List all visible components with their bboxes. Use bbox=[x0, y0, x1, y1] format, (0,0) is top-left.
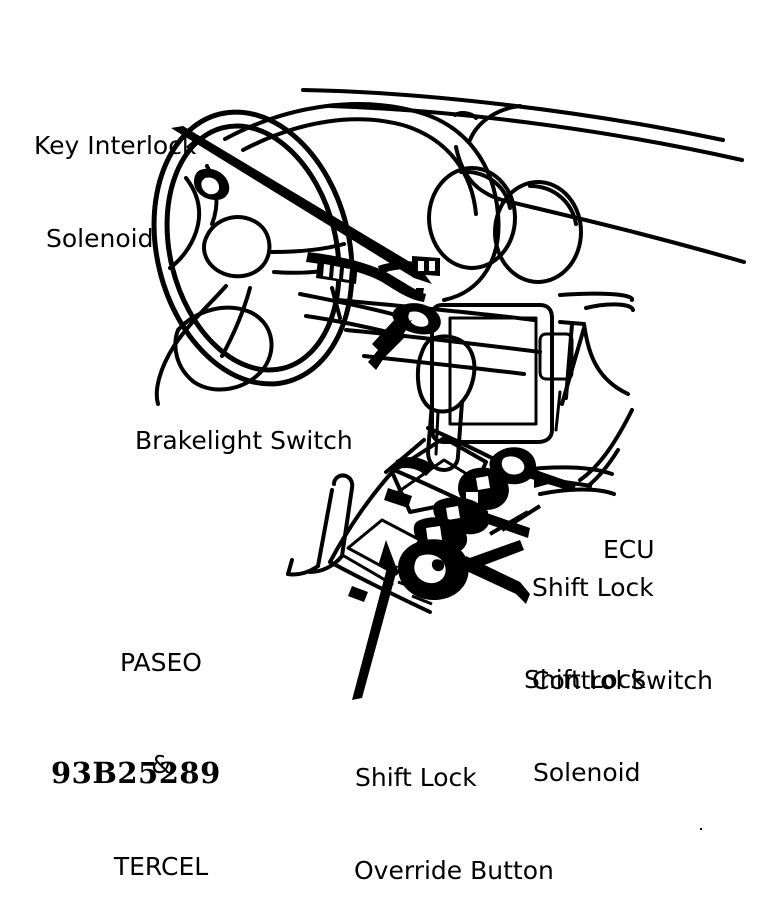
label-brakelight-switch-line1: Brakelight Switch bbox=[135, 426, 353, 455]
console-bracket-parts bbox=[348, 457, 434, 602]
center-stack-panel bbox=[430, 111, 574, 444]
console-detail-strokes bbox=[397, 580, 433, 606]
label-shift-lock-solenoid-line1: Shift Lock bbox=[524, 665, 646, 694]
harness-connector-left bbox=[316, 258, 358, 284]
label-ecu-line1: ECU bbox=[603, 535, 655, 564]
part-number: 93B25289 bbox=[51, 756, 221, 790]
label-ecu: ECU bbox=[603, 472, 655, 627]
shift-lock-override-button-arrow bbox=[352, 540, 398, 700]
shift-lock-solenoid-arrow bbox=[452, 548, 530, 604]
key-interlock-solenoid-part bbox=[194, 168, 230, 200]
label-shift-lock-override-button-line1: Shift Lock bbox=[355, 763, 477, 792]
model-designation-line2: & bbox=[151, 750, 171, 779]
label-shift-lock-solenoid: Shift Lock Solenoid bbox=[524, 602, 646, 850]
model-designation: PASEO & TERCEL bbox=[66, 578, 256, 904]
label-shift-lock-override-button: Shift Lock Override Button bbox=[354, 700, 554, 904]
brakelight-switch-arrow bbox=[368, 320, 412, 370]
gear-shift-lever bbox=[415, 334, 477, 472]
passenger-dash-trim bbox=[558, 291, 635, 488]
label-key-interlock-solenoid: Key Interlock Solenoid bbox=[34, 68, 196, 316]
label-shift-lock-control-switch: Shift Lock Control Switch bbox=[532, 510, 713, 758]
ecu-leader-arrowhead bbox=[534, 472, 556, 488]
label-brakelight-switch: Brakelight Switch bbox=[135, 363, 353, 518]
label-shift-lock-override-button-line2: Override Button bbox=[354, 856, 554, 885]
label-shift-lock-control-switch-line2: Control Switch bbox=[532, 666, 713, 695]
key-interlock-leader-line bbox=[171, 126, 432, 284]
dash-air-vents bbox=[427, 166, 583, 284]
label-key-interlock-solenoid-line2: Solenoid bbox=[46, 224, 154, 253]
shift-lock-control-switch-leader-line bbox=[488, 504, 542, 536]
label-key-interlock-solenoid-line1: Key Interlock bbox=[34, 131, 197, 160]
label-shift-lock-solenoid-line2: Solenoid bbox=[533, 758, 641, 787]
steering-column-shroud bbox=[298, 286, 394, 334]
model-designation-line1: PASEO bbox=[120, 648, 202, 677]
harness-connector-right bbox=[412, 256, 440, 276]
parking-brake-handle bbox=[286, 473, 355, 577]
scan-speck bbox=[700, 828, 702, 830]
windshield-base-lines bbox=[301, 88, 744, 162]
model-designation-line3: TERCEL bbox=[113, 852, 209, 881]
label-shift-lock-control-switch-line1: Shift Lock bbox=[532, 573, 654, 602]
